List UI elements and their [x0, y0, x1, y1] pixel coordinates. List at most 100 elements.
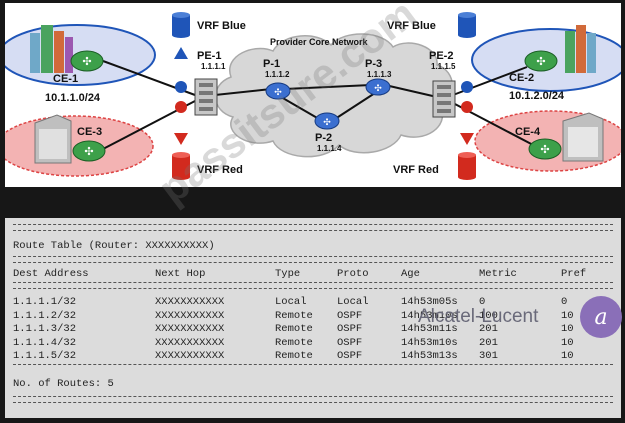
- svg-text:✣: ✣: [540, 144, 549, 156]
- ce4-name-label: CE-4: [515, 126, 541, 138]
- route-row-4-dest: 1.1.1.4/32: [13, 336, 77, 349]
- col-header-nexthop: Next Hop: [155, 268, 206, 280]
- separator-rows: [13, 364, 613, 365]
- topology-canvas: ✣ ✣ ✣ ✣ ✣ ✣: [5, 12, 621, 180]
- pe1-down-arrow-icon: [174, 133, 188, 145]
- route-row-3-pref: 10: [561, 323, 574, 335]
- p3-name-label: P-3: [365, 58, 382, 70]
- separator-title: [13, 256, 613, 263]
- vrf-blue-left-label: VRF Blue: [197, 20, 246, 32]
- pe2-chassis-icon[interactable]: [432, 80, 456, 118]
- svg-text:✣: ✣: [84, 146, 93, 158]
- route-row-2-metric: 100: [479, 309, 498, 322]
- col-header-metric: Metric: [479, 268, 517, 280]
- ce2-site-building: [565, 25, 596, 73]
- pe1-vrf-blue-dot: [175, 81, 187, 93]
- route-row-4-metric: 201: [479, 336, 498, 349]
- p1-router-icon[interactable]: ✣: [265, 82, 291, 100]
- ce2-subnet-label: 10.1.2.0/24: [509, 90, 565, 102]
- svg-text:✣: ✣: [274, 87, 282, 97]
- route-row-4-age: 14h53m10s: [401, 336, 458, 349]
- route-row-1-dest: 1.1.1.1/32: [13, 296, 77, 308]
- p2-ip-label: 1.1.1.4: [317, 144, 342, 153]
- pe2-ip-label: 1.1.1.5: [431, 62, 456, 71]
- route-row-3-metric: 201: [479, 323, 498, 335]
- vrf-blue-right-label: VRF Blue: [387, 20, 436, 32]
- route-row-2-type: Remote: [275, 309, 313, 322]
- p1-ip-label: 1.1.1.2: [265, 70, 290, 79]
- route-row-1-proto: Local: [337, 296, 369, 308]
- p3-router-icon[interactable]: ✣: [365, 78, 391, 96]
- route-row-2-nexthop: XXXXXXXXXXX: [155, 309, 225, 322]
- ce3-site-building: [34, 114, 72, 164]
- pe2-vrf-red-dot: [461, 101, 473, 113]
- p2-router-icon[interactable]: ✣: [314, 112, 340, 130]
- route-row-2-dest: 1.1.1.2/32: [13, 309, 77, 322]
- route-row-5-pref: 10: [561, 350, 574, 362]
- route-row-5-nexthop: XXXXXXXXXXX: [155, 350, 225, 362]
- route-row-4-type: Remote: [275, 336, 313, 349]
- route-row-1-type: Local: [275, 296, 307, 308]
- separator-bottom: [13, 396, 613, 403]
- pe2-name-label: PE-2: [429, 50, 453, 62]
- route-row-1-pref: 0: [561, 296, 568, 308]
- pe2-vrf-blue-dot: [461, 81, 473, 93]
- ce2-router-icon[interactable]: ✣: [524, 50, 558, 72]
- svg-text:✣: ✣: [323, 117, 331, 127]
- alcatel-lucent-logo-icon: a: [580, 296, 622, 338]
- col-header-age: Age: [401, 268, 420, 280]
- route-row-5-age: 14h53m13s: [401, 350, 458, 362]
- p1-name-label: P-1: [263, 58, 280, 70]
- vrf-red-database-right-icon: [458, 152, 476, 180]
- pe2-down-arrow-icon: [460, 133, 474, 145]
- ce3-router-icon[interactable]: ✣: [72, 140, 106, 162]
- svg-text:✣: ✣: [374, 83, 382, 93]
- route-row-5-proto: OSPF: [337, 350, 363, 362]
- pe1-chassis-icon[interactable]: [194, 78, 218, 116]
- route-row-1-metric: 0: [479, 296, 486, 308]
- ce1-subnet-label: 10.1.1.0/24: [45, 92, 101, 104]
- route-row-5-dest: 1.1.1.5/32: [13, 350, 77, 362]
- route-row-1-nexthop: XXXXXXXXXXX: [155, 296, 225, 308]
- svg-text:✣: ✣: [82, 56, 91, 68]
- route-row-4-pref: 10: [561, 336, 574, 349]
- col-header-type: Type: [275, 268, 301, 280]
- route-row-2-age: 14h53m10s: [401, 309, 458, 322]
- route-row-3-proto: OSPF: [337, 323, 363, 335]
- vrf-red-right-label: VRF Red: [393, 164, 439, 176]
- route-row-5-metric: 301: [479, 350, 498, 362]
- network-diagram: ✣ ✣ ✣ ✣ ✣ ✣: [5, 3, 621, 187]
- ce2-name-label: CE-2: [509, 72, 534, 84]
- brand-name: Alcatel-Lucent: [418, 306, 539, 327]
- route-row-2-pref: 10: [561, 309, 574, 322]
- route-row-1-age: 14h53m05s: [401, 296, 458, 308]
- col-header-proto: Proto: [337, 268, 369, 280]
- route-row-3-nexthop: XXXXXXXXXXX: [155, 323, 225, 335]
- route-row-2-proto: OSPF: [337, 309, 363, 322]
- ce3-name-label: CE-3: [77, 126, 102, 138]
- ce1-name-label: CE-1: [53, 73, 78, 85]
- ce1-router-icon[interactable]: ✣: [70, 50, 104, 72]
- route-table-console: Route Table (Router: XXXXXXXXXX) Dest Ad…: [5, 218, 621, 418]
- route-row-4-nexthop: XXXXXXXXXXX: [155, 336, 225, 349]
- route-row-3-dest: 1.1.1.3/32: [13, 323, 77, 335]
- core-network-title: Provider Core Network: [270, 37, 369, 47]
- p3-ip-label: 1.1.1.3: [367, 70, 392, 79]
- route-table-title: Route Table (Router: XXXXXXXXXX): [13, 240, 215, 252]
- pe1-ip-label: 1.1.1.1: [201, 62, 226, 71]
- route-row-5-type: Remote: [275, 350, 313, 362]
- route-row-4-proto: OSPF: [337, 336, 363, 349]
- routes-count: No. of Routes: 5: [13, 378, 114, 390]
- vrf-blue-database-left-icon: [172, 12, 190, 38]
- route-row-3-type: Remote: [275, 323, 313, 335]
- pe1-up-arrow-icon: [174, 47, 188, 59]
- ce1-site-building: [30, 25, 73, 73]
- vrf-red-database-left-icon: [172, 152, 190, 180]
- route-row-3-age: 14h53m11s: [401, 323, 458, 335]
- ce4-router-icon[interactable]: ✣: [528, 138, 562, 160]
- svg-text:✣: ✣: [536, 56, 545, 68]
- vrf-blue-database-right-icon: [458, 12, 476, 38]
- separator-top: [13, 224, 613, 231]
- p2-name-label: P-2: [315, 132, 332, 144]
